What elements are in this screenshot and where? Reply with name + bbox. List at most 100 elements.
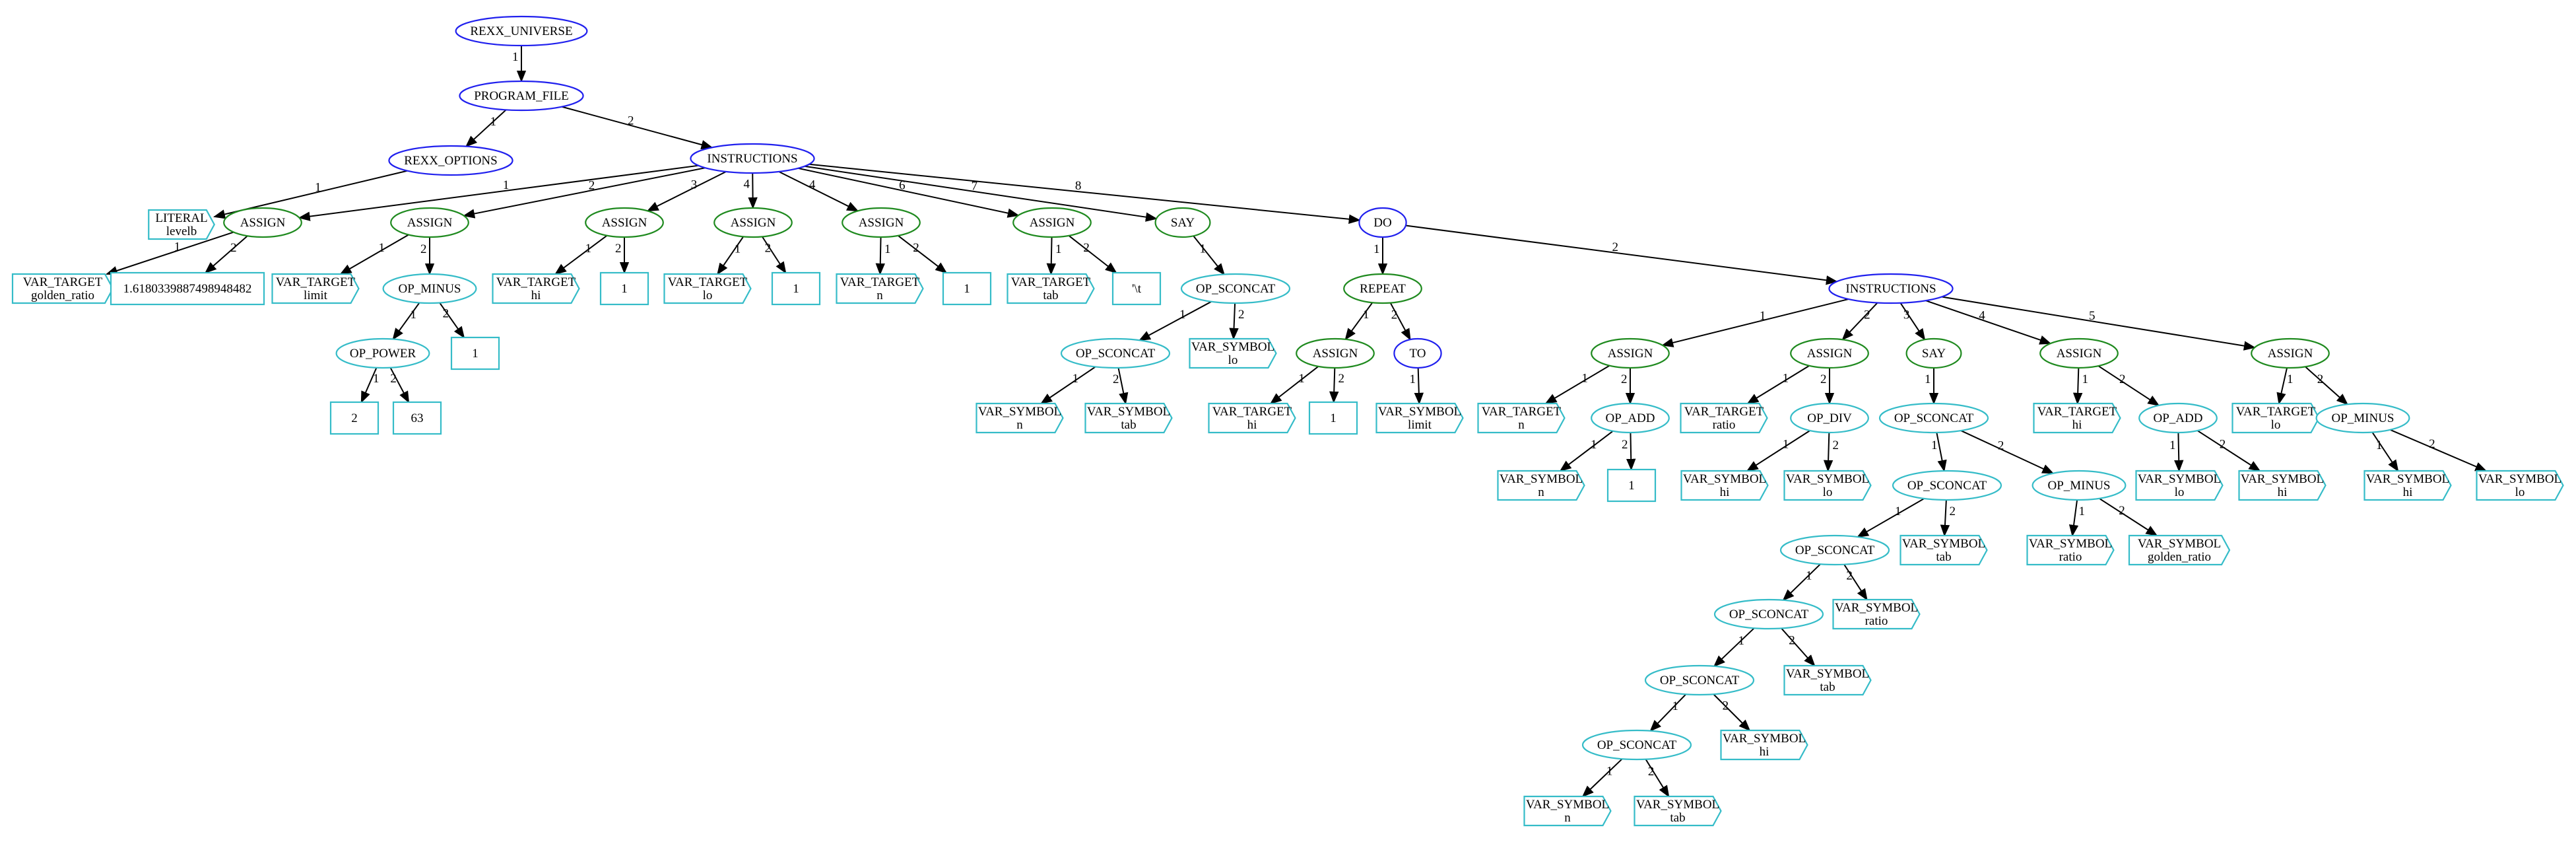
node-tag: [1189, 337, 1277, 369]
node-tag: [2238, 470, 2327, 501]
edge-a1-a1v: 2: [205, 235, 248, 274]
node-ellipse: [1878, 402, 1989, 434]
node-label: ASSIGN: [859, 216, 904, 230]
edge-c6-c6tab: 2: [1645, 759, 1670, 798]
edge-line: [2174, 432, 2184, 472]
edge-label: 2: [420, 242, 427, 256]
edge-ins2-b5: 5: [1941, 296, 2256, 351]
edge-ins1-a1: 1: [298, 164, 699, 221]
edge-label: 2: [1648, 765, 1655, 779]
node-label: ASSIGN: [1807, 347, 1853, 361]
node-repa: ASSIGN: [1296, 337, 1375, 369]
edge-label: 8: [1075, 179, 1082, 193]
edge-label: 1: [1925, 372, 1931, 386]
edge-label: 2: [1238, 308, 1245, 322]
node-box: [450, 336, 500, 370]
node-c6: OP_SCONCAT: [1581, 729, 1692, 761]
node-ellipse: [1296, 337, 1375, 369]
edge-ins1-a6: 6: [798, 167, 1020, 218]
edge-a1-a1t: 1: [105, 231, 234, 275]
node-say2: SAY: [1905, 337, 1962, 369]
edge-b2-b2t: 1: [1746, 365, 1810, 404]
node-ellipse: [1012, 207, 1092, 238]
node-ellipse: [1393, 337, 1442, 369]
node-label: ASSIGN: [1030, 216, 1075, 230]
edge-label: 1: [315, 180, 321, 194]
node-ellipse: [1790, 402, 1869, 434]
edge-line: [1544, 365, 1610, 404]
edge-label: 2: [2119, 372, 2126, 386]
edge-label: 2: [1612, 240, 1618, 254]
node-ellipse: [1644, 664, 1755, 696]
node-root: REXX_UNIVERSE: [455, 15, 588, 47]
edge-c5-c5hi: 2: [1713, 693, 1751, 732]
node-label: ASSIGN: [1608, 347, 1653, 361]
node-label: 1: [793, 282, 799, 296]
node-ellipse: [223, 207, 302, 238]
node-ellipse: [1180, 273, 1291, 304]
node-a5: ASSIGN: [842, 207, 921, 238]
edge-line: [1661, 298, 1849, 347]
edge-line: [439, 302, 465, 339]
edge-ins2-b4: 4: [1925, 300, 2052, 345]
node-ellipse: [459, 80, 584, 112]
edge-label: 2: [1789, 634, 1795, 648]
node-tag: [663, 273, 752, 304]
edge-label: 1: [1672, 699, 1679, 713]
edge-to-tov: 1: [1410, 367, 1424, 405]
edge-rep-repa: 1: [1344, 302, 1373, 341]
node-label: 63: [411, 411, 424, 425]
edge-repa-repat: 1: [1269, 366, 1319, 405]
node-a2p: OP_POWER: [335, 337, 430, 369]
edge-b4-b4t: 1: [2072, 367, 2088, 405]
node-tag: [1783, 664, 1872, 696]
node-b1add: OP_ADD: [1591, 402, 1670, 434]
edge-label: 1: [1179, 308, 1186, 322]
node-label: DO: [1373, 216, 1391, 230]
edge-label: 1: [1073, 372, 1079, 386]
edge-line: [1781, 627, 1816, 667]
edge-label: 1: [2376, 439, 2383, 452]
edge-label: 7: [972, 179, 978, 193]
edge-c5-c6: 1: [1649, 693, 1687, 732]
node-label: OP_ADD: [2154, 411, 2203, 425]
node-tag: [1007, 273, 1095, 304]
node-sc1: OP_SCONCAT: [1180, 273, 1291, 304]
edge-sc1-sc2: 1: [1138, 300, 1212, 341]
node-label: 1: [964, 282, 970, 296]
edge-label: 1: [1783, 438, 1789, 452]
node-tag: [1375, 402, 1464, 434]
node-label: 1: [472, 347, 479, 361]
edge-b2-b2div: 2: [1820, 368, 1835, 405]
edge-line: [1626, 432, 1636, 471]
edge-label: 2: [390, 372, 397, 386]
edge-label: 1: [884, 242, 891, 256]
node-label: OP_POWER: [350, 347, 416, 361]
node-sc2: OP_SCONCAT: [1060, 337, 1171, 369]
edge-label: 2: [1391, 308, 1398, 322]
node-box: [392, 401, 442, 435]
node-ellipse: [842, 207, 921, 238]
edge-line: [1843, 564, 1868, 601]
